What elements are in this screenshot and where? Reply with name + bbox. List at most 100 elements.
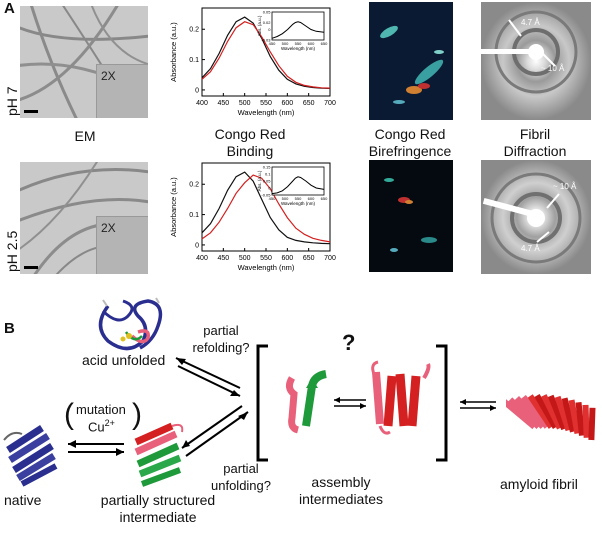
y-axis-label: Absorbance (a.u.) bbox=[169, 22, 178, 82]
equilibrium-arrow-acid bbox=[175, 357, 241, 397]
birefringence-image-ph25 bbox=[369, 160, 453, 272]
inset-y-tick-label: 0.02 bbox=[263, 20, 272, 25]
inset-x-tick-label: 600 bbox=[308, 196, 315, 201]
partially-structured-structure bbox=[134, 422, 184, 487]
intermediate-brackets bbox=[256, 344, 448, 462]
mutation-label: mutation bbox=[76, 402, 126, 417]
assembly-intermediates-label: assembly intermediates bbox=[298, 474, 384, 507]
birefringence-texture-ph25 bbox=[384, 178, 437, 252]
amyloid-fibril-label: amyloid fibril bbox=[500, 476, 578, 492]
y-tick-label: 0.2 bbox=[189, 27, 199, 34]
y-tick-label: 0.2 bbox=[189, 182, 199, 189]
label-birefringence: Congo Red Birefringence bbox=[368, 126, 452, 159]
diff-top-ring2-label: ~ 10 Å bbox=[541, 64, 565, 73]
inset-y-tick-label: 0 bbox=[268, 27, 271, 32]
x-axis-label: Wavelength (nm) bbox=[238, 108, 295, 117]
inset-x-label: Wavelength (nm) bbox=[281, 46, 316, 51]
y-tick-label: 0 bbox=[195, 242, 199, 249]
x-tick-label: 500 bbox=[239, 255, 251, 262]
inset-y-tick-label: 0.05 bbox=[263, 179, 272, 184]
equilibrium-arrow-inner bbox=[334, 397, 366, 409]
inset-line bbox=[271, 176, 325, 195]
fibril-strand bbox=[588, 407, 596, 441]
em-inset-ph7: 2X bbox=[96, 64, 148, 118]
fibril-strand bbox=[575, 402, 585, 436]
inset-mag-label-2: 2X bbox=[101, 221, 116, 235]
acid-unfolded-label: acid unfolded bbox=[82, 352, 166, 368]
diff-bottom-ring2-label: 4.7 Å bbox=[521, 244, 540, 253]
series-line-0 bbox=[201, 16, 331, 89]
fibril-strand bbox=[506, 398, 537, 430]
em-fibrils-ph7 bbox=[20, 6, 148, 118]
cu-text: Cu bbox=[88, 419, 105, 435]
diffraction-image-ph7: 4.7 Å ~ 10 Å bbox=[481, 2, 591, 120]
inset-y-tick-label: -0.05 bbox=[261, 193, 271, 198]
panel-a-letter: A bbox=[4, 0, 15, 17]
inset-y-label: Abs. (a.u.) bbox=[257, 170, 262, 191]
y-tick-label: 0 bbox=[195, 87, 199, 94]
fibril-strand bbox=[582, 404, 590, 438]
fibril-strand bbox=[527, 394, 554, 429]
x-tick-label: 600 bbox=[281, 255, 293, 262]
fibril-strand bbox=[561, 397, 576, 433]
inset-y-tick-label: -0.03 bbox=[261, 38, 271, 43]
fibril-strand bbox=[521, 395, 550, 429]
series-line-0 bbox=[201, 171, 331, 245]
em-image-ph7: 2X bbox=[20, 6, 148, 118]
inset-x-tick-label: 500 bbox=[282, 196, 289, 201]
fibril-strand bbox=[534, 393, 559, 430]
mutation-paren-close: ) bbox=[132, 398, 142, 431]
inset-x-tick-label: 450 bbox=[269, 41, 276, 46]
diff-bottom-ring1-label: ~ 10 Å bbox=[553, 182, 577, 191]
partial-unfolding-label: partial unfolding? bbox=[211, 461, 271, 493]
inset-frame bbox=[271, 166, 325, 196]
cu-label: Cu2+ bbox=[88, 418, 115, 434]
inset-x-tick-label: 600 bbox=[308, 41, 315, 46]
large-intermediate-structure bbox=[371, 360, 431, 435]
inset-frame bbox=[271, 11, 325, 41]
diffraction-image-ph25: ~ 10 Å 4.7 Å bbox=[481, 160, 591, 274]
em-image-ph25: 2X bbox=[20, 162, 148, 274]
series-line-1 bbox=[201, 21, 331, 89]
x-tick-label: 600 bbox=[281, 100, 293, 107]
y-axis-label: Absorbance (a.u.) bbox=[169, 177, 178, 237]
x-tick-label: 650 bbox=[303, 255, 315, 262]
panel-b-letter: B bbox=[4, 320, 15, 337]
cu-superscript: 2+ bbox=[104, 418, 115, 428]
x-tick-label: 500 bbox=[239, 100, 251, 107]
x-tick-label: 550 bbox=[260, 100, 272, 107]
question-mark: ? bbox=[342, 330, 356, 355]
mutation-paren-open: ( bbox=[64, 398, 74, 431]
label-congo-binding: Congo Red Binding bbox=[214, 126, 286, 159]
inset-x-tick-label: 550 bbox=[295, 41, 302, 46]
label-diffraction: Fibril Diffraction bbox=[503, 126, 567, 159]
x-tick-label: 550 bbox=[260, 255, 272, 262]
birefringence-image-ph7 bbox=[369, 2, 453, 120]
label-em: EM bbox=[74, 128, 96, 144]
fibril-strand bbox=[514, 396, 546, 429]
amyloid-fibril-structure bbox=[506, 393, 596, 441]
fibril-strand bbox=[547, 394, 567, 431]
equilibrium-arrow-fibril bbox=[460, 399, 496, 411]
diffraction-pattern-ph25 bbox=[481, 160, 591, 274]
native-structure bbox=[3, 425, 58, 487]
inset-x-tick-label: 550 bbox=[295, 196, 302, 201]
acid-unfolded-structure bbox=[98, 297, 163, 351]
x-axis-label: Wavelength (nm) bbox=[238, 263, 295, 272]
equilibrium-arrow-native bbox=[68, 440, 124, 456]
inset-x-label: Wavelength (nm) bbox=[281, 201, 316, 206]
scale-bar-2 bbox=[24, 266, 38, 269]
fibril-strand bbox=[568, 399, 581, 435]
inset-y-tick-label: 0.1 bbox=[265, 172, 271, 177]
inset-y-label: Abs. (a.u.) bbox=[257, 15, 262, 36]
diff-top-ring1-label: 4.7 Å bbox=[521, 18, 540, 27]
row2-ph-label: pH 2.5 bbox=[4, 230, 20, 272]
partial-refolding-label: partial refolding? bbox=[192, 323, 250, 355]
small-intermediate-structure bbox=[285, 370, 327, 434]
native-label: native bbox=[4, 492, 42, 508]
em-inset-ph25: 2X bbox=[96, 216, 148, 274]
x-tick-label: 700 bbox=[324, 100, 336, 107]
y-tick-label: 0.1 bbox=[189, 57, 199, 64]
